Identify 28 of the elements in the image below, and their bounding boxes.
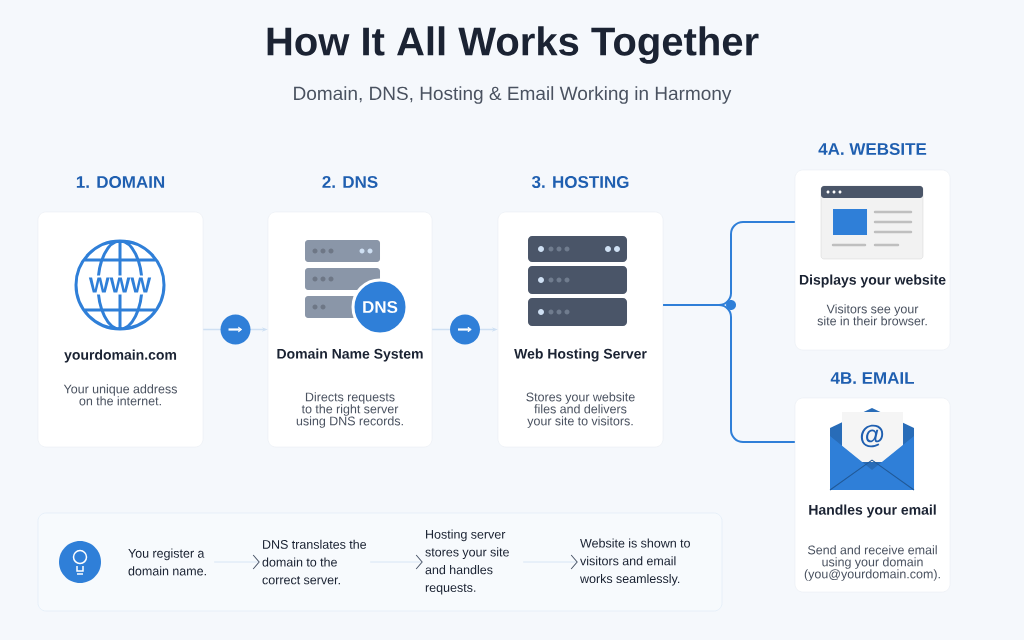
dns-badge: DNS [351,278,409,336]
step-text: DNS translates the domain to the correct server. [262,539,367,585]
card-description: Stores your website files and delivers your site to visitors. [526,392,635,428]
card-description: Send and receive email using your domain (you@yourdomain.com). [804,545,940,581]
step-heading: 1. DOMAIN [76,176,165,189]
step-heading: 2. DNS [322,176,378,189]
summary-panel [37,512,723,612]
card-title: Web Hosting Server [514,348,647,362]
card-title: Displays your website [799,274,946,288]
card-description: Directs requests to the right server using DNS records. [296,392,403,428]
arrow [369,554,423,570]
card-title: Domain Name System [277,348,423,362]
at-sign: @ [860,424,884,448]
arrow [522,554,578,570]
card-title: yourdomain.com [64,349,177,363]
step-heading: 3. HOSTING [531,175,629,189]
arrow [213,554,260,570]
card-description: Visitors see your site in their browser. [817,304,927,326]
step-heading: 4B. EMAIL [830,372,914,384]
step-text: Hosting server stores your site and handles requests. [425,529,509,595]
title: How It All Works Together [267,26,759,64]
card-title: Handles your email [809,504,936,518]
step-text: You register a domain name. [128,548,206,576]
step-heading: 4A. WEBSITE [818,143,927,156]
card-description: Your unique address on the internet. [63,384,177,406]
www-label: WWW [85,275,155,295]
step-text: Website is shown to visitors and email works seamlessly. [580,538,690,586]
subtitle: Domain, DNS, Hosting & Email Working in Harmony [294,86,732,104]
